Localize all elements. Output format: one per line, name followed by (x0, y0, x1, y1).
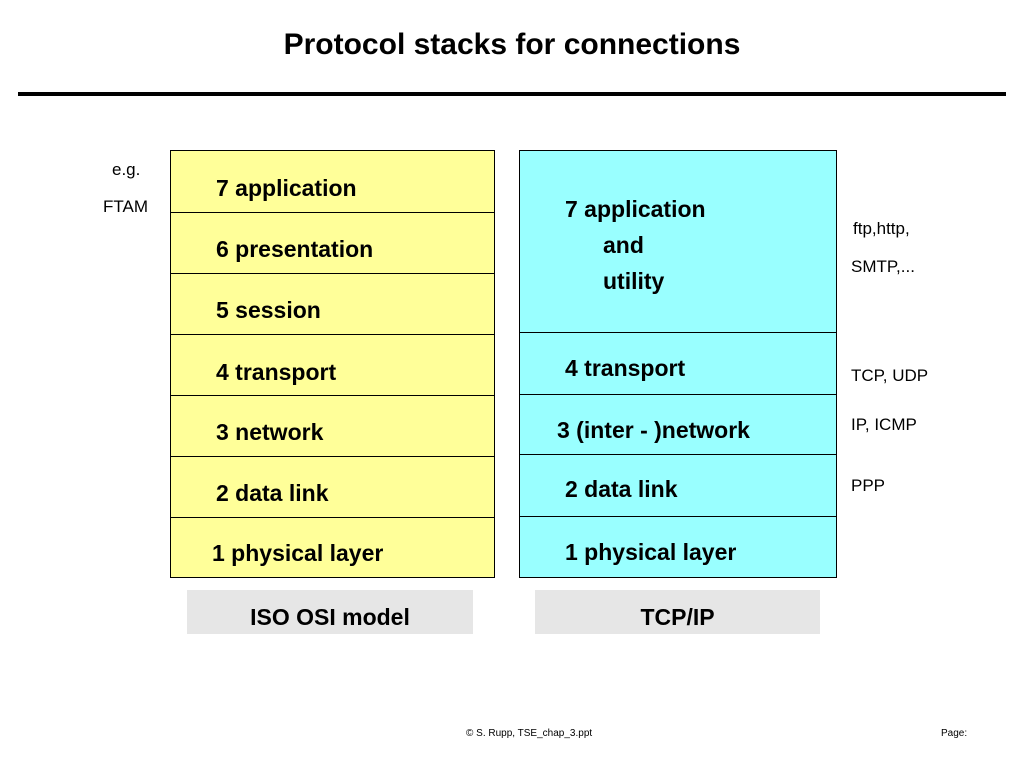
tcpip-layer-transport: 4 transport (520, 332, 836, 394)
osi-layer-2: 2 data link (171, 456, 494, 517)
protocols-app-line2: SMTP,... (851, 257, 915, 276)
footer-copyright: © S. Rupp, TSE_chap_3.ppt (466, 728, 593, 739)
osi-layer-3-label: 3 network (216, 419, 324, 445)
osi-layer-7: 7 application (171, 151, 494, 212)
osi-stack: 7 application 6 presentation 5 session 4… (170, 150, 495, 578)
protocols-network: IP, ICMP (851, 415, 917, 434)
tcpip-caption: TCP/IP (535, 590, 820, 634)
osi-layer-4-label: 4 transport (216, 359, 337, 385)
tcpip-app-label-line3: utility (603, 268, 665, 294)
osi-layer-1-label: 1 physical layer (212, 540, 384, 566)
tcpip-stack: 7 application and utility 4 transport 3 … (519, 150, 837, 578)
osi-layer-5: 5 session (171, 273, 494, 334)
tcpip-datalink-label: 2 data link (565, 476, 678, 502)
protocols-app-line1: ftp,http, (853, 219, 910, 238)
tcpip-layer-datalink: 2 data link (520, 454, 836, 516)
osi-layer-3: 3 network (171, 395, 494, 456)
protocols-datalink: PPP (851, 476, 886, 495)
tcpip-app-label-line1: 7 application (565, 196, 706, 222)
osi-layer-6: 6 presentation (171, 212, 494, 273)
protocols-transport: TCP, UDP (851, 366, 929, 385)
tcpip-layer-network: 3 (inter - )network (520, 394, 836, 454)
page-title: Protocol stacks for connections (283, 28, 741, 61)
tcpip-app-label-line2: and (603, 232, 644, 258)
osi-layer-5-label: 5 session (216, 297, 321, 323)
osi-layer-2-label: 2 data link (216, 480, 329, 506)
osi-caption: ISO OSI model (187, 590, 473, 634)
tcpip-physical-label: 1 physical layer (565, 539, 737, 565)
osi-example-ftam: FTAM (103, 197, 149, 216)
tcpip-layer-physical: 1 physical layer (520, 516, 836, 578)
title-divider (18, 92, 1006, 96)
tcpip-transport-label: 4 transport (565, 355, 686, 381)
tcpip-network-label: 3 (inter - )network (557, 417, 750, 443)
footer-page: Page: (941, 728, 968, 739)
osi-layer-6-label: 6 presentation (216, 236, 374, 262)
osi-example-eg: e.g. (112, 160, 141, 179)
osi-layer-4: 4 transport (171, 334, 494, 395)
osi-layer-7-label: 7 application (216, 175, 357, 201)
tcpip-layer-application: 7 application and utility (520, 151, 836, 332)
osi-layer-1: 1 physical layer (171, 517, 494, 578)
